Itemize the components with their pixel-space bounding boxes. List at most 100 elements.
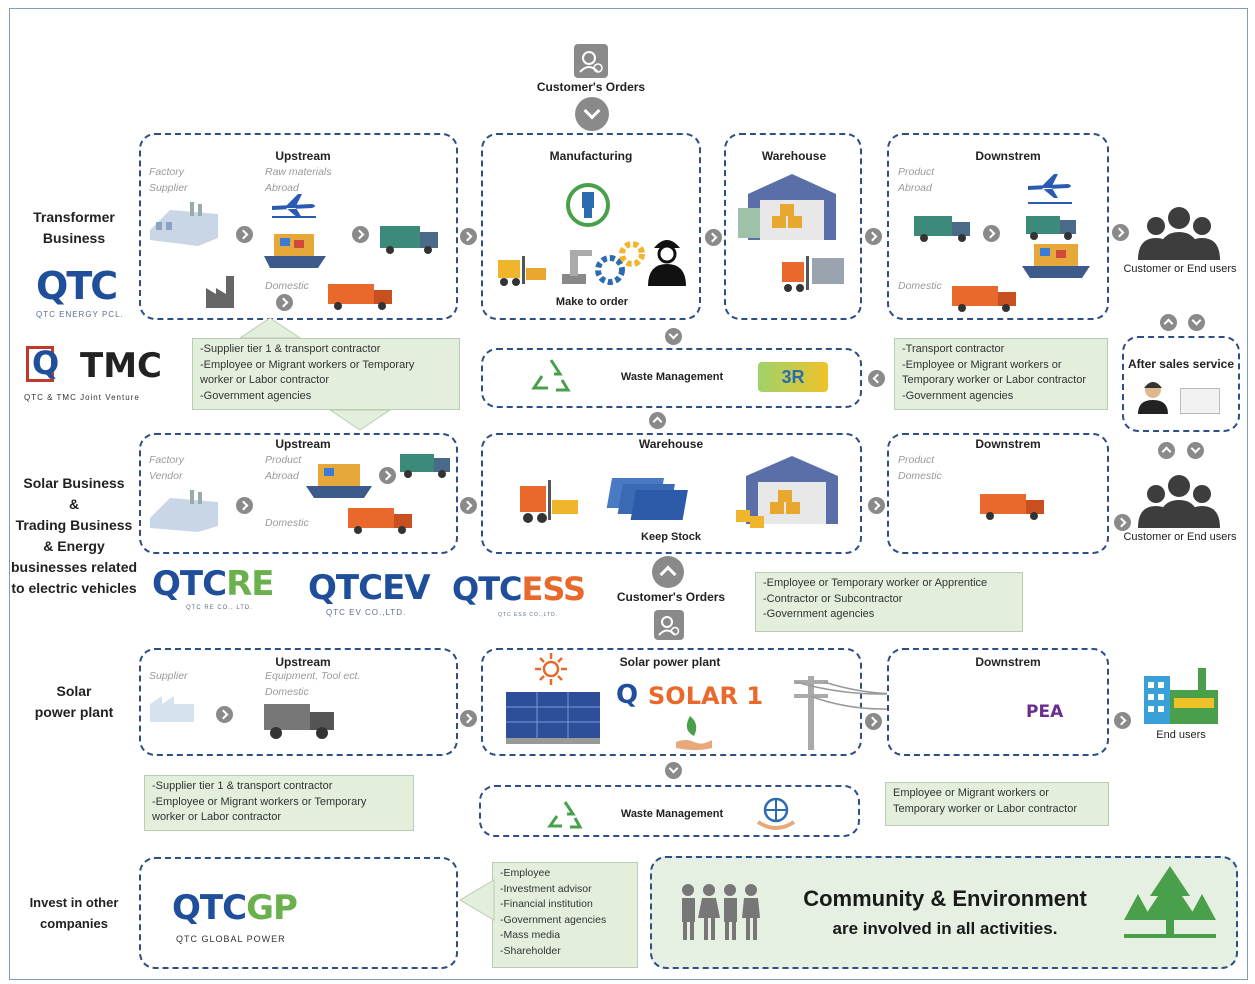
sun-icon — [535, 653, 567, 685]
3r-icon: 3R — [758, 362, 828, 392]
arrow-up-icon — [649, 412, 666, 429]
qtcev-logo: QTCEV — [308, 568, 431, 608]
qtcess-logo-sub: QTC ESS CO.,LTD. — [498, 612, 559, 618]
truck-icon — [1026, 216, 1076, 240]
row3-waste-label: Waste Management — [620, 808, 724, 820]
globe-hand-icon — [756, 797, 796, 830]
arrow-up-icon — [1160, 314, 1177, 331]
orange-truck-icon — [980, 494, 1044, 520]
orange-truck-icon — [348, 508, 412, 534]
invest-box — [139, 857, 458, 969]
qtc-logo: QTC — [36, 264, 118, 308]
transformer-forklift-icon — [782, 256, 844, 292]
orange-truck-icon — [328, 284, 392, 310]
note-6-pointer — [459, 879, 495, 921]
qtcev-logo-sub: QTC EV CO.,LTD. — [326, 608, 407, 617]
row3-downstream-box — [887, 648, 1109, 756]
arrow-right-icon — [865, 228, 882, 245]
orders-up-icon — [652, 556, 684, 588]
solar1-logo-q: Q — [616, 680, 639, 710]
orange-truck-icon — [952, 286, 1016, 312]
truck-icon — [380, 226, 438, 254]
arrow-down-icon — [1188, 314, 1205, 331]
arrow-right-icon — [236, 497, 253, 514]
arrow-right-icon — [1114, 712, 1131, 729]
row3-downstream-title: Downstrem — [975, 655, 1041, 669]
qtcgp-logo: QTCGP — [172, 888, 298, 928]
plant-hand-icon — [676, 716, 712, 750]
solar-panel-icon — [506, 692, 600, 744]
arrow-right-icon — [236, 226, 253, 243]
end-users-label: End users — [1156, 729, 1206, 741]
row2-downstream-box — [887, 433, 1109, 554]
arrow-up-icon — [1158, 442, 1175, 459]
arrow-down-icon — [665, 762, 682, 779]
row2-warehouse-title: Warehouse — [638, 437, 704, 451]
manufacturing-title: Manufacturing — [549, 149, 633, 163]
forklift-icon — [520, 480, 578, 523]
row1-domestic2: Domestic — [898, 280, 942, 292]
stakeholder-note-3: -Employee or Temporary worker or Apprent… — [755, 572, 1023, 632]
people-icon — [682, 884, 760, 940]
arrow-right-icon — [1114, 514, 1131, 531]
community-subtitle: are involved in all activities. — [832, 919, 1058, 938]
solar-plant-title: Solar power plant — [619, 655, 721, 669]
ship-icon — [306, 464, 372, 498]
airplane-icon — [272, 194, 316, 218]
arrow-right-icon — [983, 225, 1000, 242]
arrow-down-icon — [1187, 442, 1204, 459]
customers-icon — [1138, 475, 1220, 528]
row1-warehouse-title: Warehouse — [761, 149, 827, 163]
after-sales-title: After sales service — [1127, 357, 1235, 371]
robot-arm-icon — [562, 250, 592, 284]
row1-domestic: Domestic — [265, 280, 309, 292]
customers-icon — [1138, 207, 1220, 260]
ship-icon — [264, 234, 326, 268]
ship-icon — [1022, 244, 1090, 278]
tmc-logo-text: TMC — [80, 346, 162, 386]
stakeholder-note-4: -Supplier tier 1 & transport contractor-… — [144, 775, 414, 831]
warehouse-icon — [738, 174, 836, 240]
plant-icon — [206, 276, 234, 308]
airplane-icon — [1028, 174, 1072, 204]
arrow-right-icon — [868, 497, 885, 514]
solar1-logo: SOLAR 1 — [648, 682, 764, 710]
gray-truck-icon — [264, 704, 334, 739]
community-title: Community & Environment — [803, 886, 1087, 911]
row2-customer-label: Customer or End users — [1123, 531, 1237, 543]
truck-icon — [914, 216, 970, 242]
arrow-left-icon — [868, 370, 885, 387]
qtcgp-logo-sub: QTC GLOBAL POWER — [176, 934, 286, 944]
qtc-logo-sub: QTC ENERGY PCL. — [36, 310, 124, 319]
arrow-right-icon — [460, 710, 477, 727]
tmc-logo-sub: QTC & TMC Joint Venture — [24, 393, 140, 402]
orders-icon — [574, 44, 608, 78]
recycle-icon — [547, 801, 583, 829]
row3-supplier: Supplier — [149, 670, 188, 682]
arrow-down-icon — [665, 328, 682, 345]
trees-icon — [1124, 866, 1216, 938]
forklift-icon — [498, 256, 546, 286]
recycle-icon — [531, 359, 571, 392]
make-to-order-label: Make to order — [555, 296, 629, 308]
truck-icon — [400, 454, 450, 478]
arrow-right-icon — [460, 228, 477, 245]
arrow-right-icon — [352, 226, 369, 243]
warehouse-icon — [736, 456, 838, 528]
stakeholder-note-6: -Employee-Investment advisor-Financial i… — [492, 862, 638, 968]
after-sales-box — [1122, 336, 1240, 432]
stakeholder-note-1: -Supplier tier 1 & transport contractor-… — [192, 338, 460, 410]
plug-icon — [566, 183, 610, 227]
row1-downstream-title: Downstrem — [975, 149, 1041, 163]
arrow-right-icon — [216, 706, 233, 723]
note-1-pointer — [238, 317, 392, 431]
